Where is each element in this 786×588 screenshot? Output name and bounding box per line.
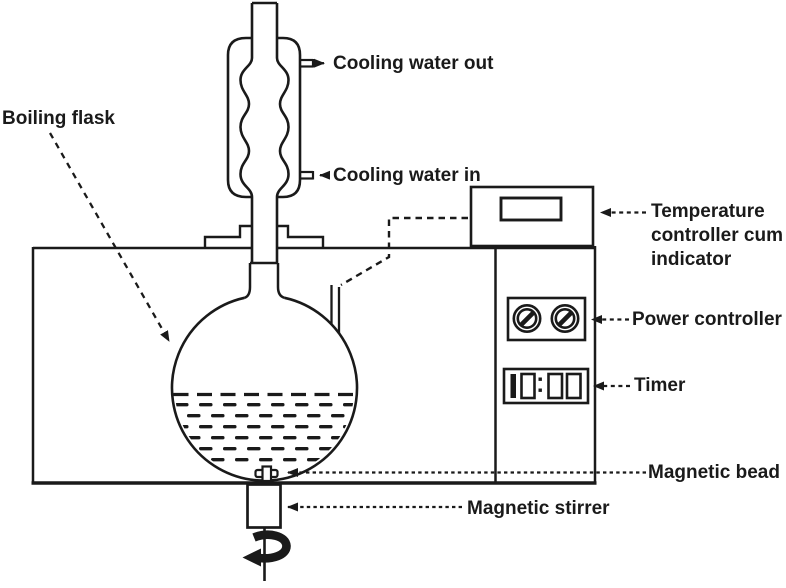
flask-neck-joint <box>244 261 285 300</box>
condenser-inner-bulb-tube <box>239 57 290 263</box>
magnetic-bead <box>254 465 279 483</box>
timer-digit <box>547 372 564 400</box>
label-magnetic-stirrer: Magnetic stirrer <box>467 498 610 519</box>
label-temperature-controller: Temperature controller cum indicator <box>651 201 783 270</box>
bulb-condenser <box>226 1 315 263</box>
bath-housing <box>31 246 597 485</box>
power-controller-panel <box>506 296 587 342</box>
thermometer-side-port <box>330 285 341 334</box>
controller-display-window <box>499 196 563 222</box>
timer-digit-bar <box>510 374 516 398</box>
cooling-water-in-port <box>300 170 315 180</box>
temperature-probe-leader <box>340 216 468 287</box>
boiling-flask-leader <box>49 132 170 342</box>
neck-flange <box>203 224 325 248</box>
cooling-water-out-port <box>300 58 315 68</box>
control-knob-right <box>550 303 580 333</box>
timer-display <box>502 367 590 405</box>
timer-digit <box>565 372 582 400</box>
control-knob-left <box>512 303 542 333</box>
cooling-jacket <box>226 36 302 199</box>
label-magnetic-bead: Magnetic bead <box>648 462 780 483</box>
rotation-arrow <box>242 530 291 567</box>
temperature-controller-box <box>469 185 595 248</box>
timer-colon <box>538 377 542 381</box>
label-timer: Timer <box>634 375 686 396</box>
label-boiling-flask: Boiling flask <box>2 108 115 129</box>
label-power-controller: Power controller <box>632 309 782 330</box>
label-cooling-water-out: Cooling water out <box>333 53 494 74</box>
timer-digit <box>520 372 536 400</box>
magnetic-stirrer-box <box>246 483 282 529</box>
label-cooling-water-in: Cooling water in <box>333 165 481 186</box>
